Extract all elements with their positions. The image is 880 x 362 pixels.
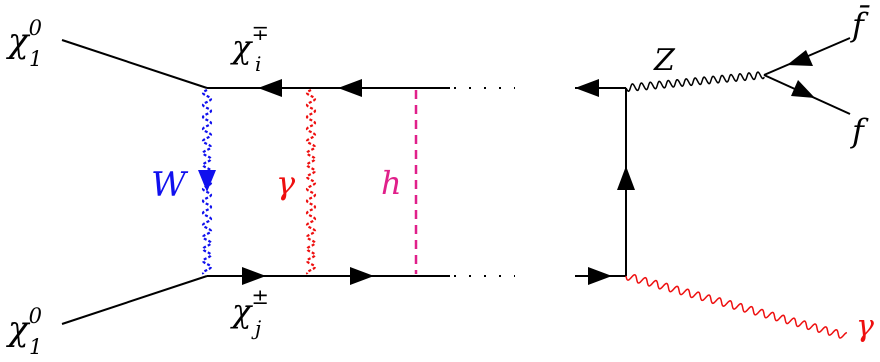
f-arrow	[791, 80, 815, 98]
right-vertical-arrow	[617, 166, 635, 190]
bottom-arrow-1	[242, 267, 266, 285]
right-bottom-arrow	[588, 267, 612, 285]
incoming-chi10-bottom-line	[61, 275, 208, 325]
photon-propagator	[305, 89, 317, 275]
label-h: h	[381, 164, 402, 202]
z-boson-propagator	[625, 71, 765, 93]
label-f: f	[850, 112, 869, 150]
label-chi-i: χ∓i	[230, 21, 269, 76]
label-fbar: f̄	[850, 5, 870, 44]
label-gamma-loop: γ	[276, 164, 296, 202]
label-z: Z	[653, 43, 676, 78]
w-boson-arrow	[198, 170, 216, 192]
top-arrow-2	[338, 79, 362, 97]
outgoing-photon-line	[625, 273, 848, 339]
label-gamma-out: γ	[856, 309, 874, 344]
top-arrow-1	[258, 79, 282, 97]
label-w: W	[151, 165, 189, 205]
bottom-arrow-2	[350, 267, 374, 285]
incoming-chi10-top-line	[61, 39, 208, 89]
label-chi-j: χ±j	[230, 285, 269, 340]
fbar-arrow	[787, 50, 813, 66]
right-top-arrow	[575, 79, 599, 97]
